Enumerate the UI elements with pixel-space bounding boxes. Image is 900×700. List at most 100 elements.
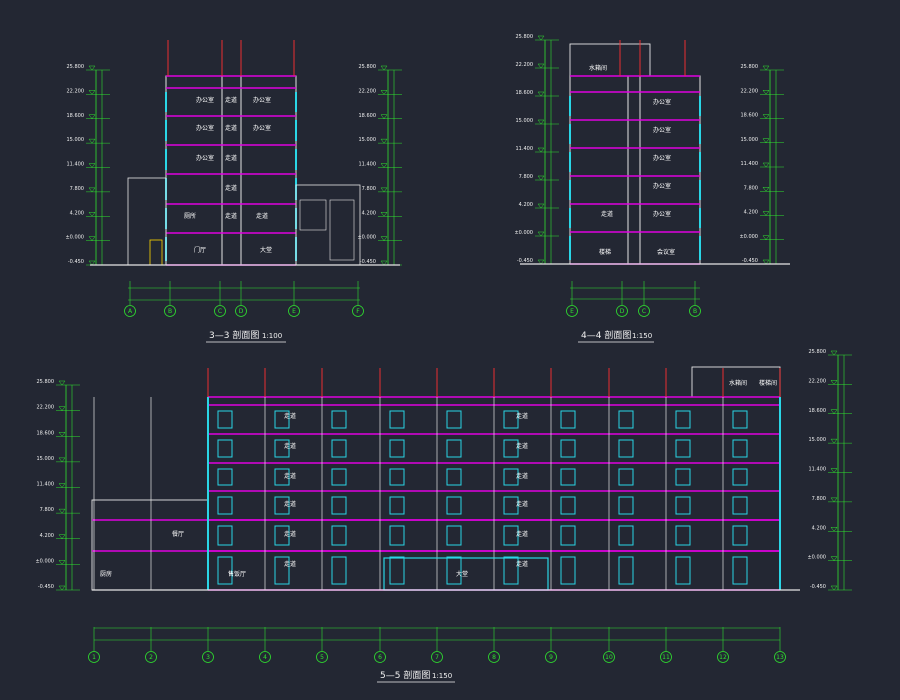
s55-right-elev-marker [830,585,838,591]
s44-room-label: 办公室 [653,210,671,218]
s55-window [732,410,748,429]
s44-left-elev-marker [537,259,545,265]
s33-axis-label: F [356,308,360,315]
s55-axis-bubble [374,651,386,663]
s44-roof-house [569,43,651,77]
s44-left-elev-label: 22.200 [516,62,534,68]
s33-left-elev-label: 22.200 [67,88,85,94]
s33-main-block [165,75,297,266]
s55-room-label: 走道 [516,560,528,568]
s55-left-elev-label: 18.600 [37,430,55,436]
s55-axis-bubble [717,651,729,663]
s55-left-elev-marker [58,560,66,565]
s55-axis-bubble [488,651,500,663]
s55-window [446,468,462,486]
s55-right-elev-label: 25.800 [809,349,827,355]
s55-window [503,496,519,515]
s55-left-elev-label: 15.000 [37,456,55,462]
s55-window [446,556,462,585]
s55-right-elev-label: 4.200 [812,525,826,531]
s55-room-label: 厨房 [100,570,112,578]
s33-right-elevation-scale: -0.450±0.0004.2007.80011.40015.00018.600… [357,64,402,266]
s55-room-label: 水箱间 [729,379,747,387]
s55-right-elev-label: 22.200 [809,378,827,384]
s44-right-elev-marker [762,138,770,144]
title-4-4: 4—4 剖面图 1:150 [578,329,654,343]
s44-room-label: 办公室 [653,126,671,134]
title-4-4-text: 4—4 剖面图 [581,329,631,341]
s55-right-elev-label: 7.800 [812,496,826,502]
s33-annex-window [329,199,355,261]
s44-axis-bubble [616,305,628,317]
s55-left-elev-marker [58,432,66,437]
s55-window [675,525,691,546]
s55-room-label: 走道 [284,560,296,568]
s44-axis-label: B [693,308,697,315]
s33-room-label: 办公室 [253,96,271,104]
s33-axis-label: B [168,308,172,315]
s55-window [389,496,405,515]
s55-window [331,496,347,515]
s33-axis-bubble [288,305,300,317]
s44-right-elevation-scale: -0.450±0.0004.2007.80011.40015.00018.600… [739,64,784,265]
s55-window [217,496,233,515]
s55-window [446,439,462,458]
s33-right-annex [295,184,361,266]
s55-left-elev-marker [58,483,66,488]
s55-axis-label: 9 [549,654,553,661]
s55-window [274,468,290,486]
s55-room-label: 餐厅 [172,530,184,538]
s33-right-elev-marker [380,212,388,217]
s55-window [560,468,576,486]
s55-window [732,496,748,515]
title-5-5: 5—5 剖面图 1:150 [377,669,455,683]
s55-axis-label: 6 [378,654,382,661]
s33-annex-window [299,199,327,231]
s55-right-elev-marker [830,556,838,562]
s33-room-label: 办公室 [253,124,271,132]
s55-axis-bubble [145,651,157,663]
s44-left-elev-marker [537,175,545,181]
s55-axis-bubble [660,651,672,663]
s55-room-label: 走道 [284,472,296,480]
s55-room-label: 走道 [284,500,296,508]
s33-room-label: 走道 [225,96,237,104]
s33-right-elev-marker [380,187,388,193]
s55-left-elev-label: 22.200 [37,405,55,411]
s55-window [331,439,347,458]
s55-window [274,496,290,515]
s44-left-elev-label: 18.600 [516,90,534,96]
s55-window [675,410,691,429]
s55-axis-label: 7 [435,654,439,661]
s44-axis-label: C [642,308,646,315]
s44-room-label: 办公室 [653,154,671,162]
s33-left-elev-marker [88,65,96,71]
s55-right-elevation-scale: -0.450±0.0004.2007.80011.40015.00018.600… [807,349,852,591]
s44-right-elev-marker [762,259,770,265]
section-4-4: -0.450±0.0004.2007.80011.40015.00018.600… [514,34,790,317]
s33-room-label: 办公室 [196,96,214,104]
s55-right-elev-marker [830,409,838,415]
s33-right-elev-marker [380,163,388,168]
s55-right-elev-label: 15.000 [809,437,827,443]
s55-axis-label: 1 [92,654,96,661]
s44-right-elev-marker [762,90,770,95]
s44-left-elev-label: 4.200 [519,202,533,208]
s55-room-label: 大堂 [456,570,468,578]
s33-axis-bubble [124,305,136,317]
title-3-3-text: 3—3 剖面图 [209,329,259,341]
s55-left-elev-marker [58,508,66,514]
s33-right-elev-label: 18.600 [359,113,377,119]
s55-axis-bubble [774,651,786,663]
s55-axis-label: 12 [719,654,727,661]
s33-left-elev-marker [88,260,96,266]
s55-right-elev-label: 18.600 [809,408,827,414]
s55-left-elev-label: 4.200 [40,533,54,539]
s55-window [732,556,748,585]
s55-window [618,410,634,429]
s33-room-label: 办公室 [196,154,214,162]
s33-left-elev-label: -0.450 [68,259,84,265]
s55-window [331,525,347,546]
s55-window [274,410,290,429]
